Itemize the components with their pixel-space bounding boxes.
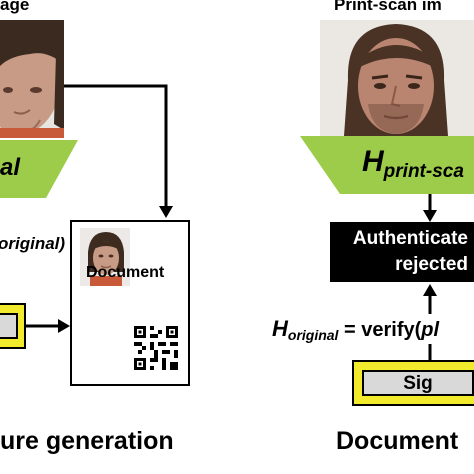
sig-to-verify-arrow — [428, 344, 432, 362]
left-signature-box — [0, 303, 26, 349]
left-image-heading: age — [0, 0, 30, 14]
original-hash-text: original) — [0, 234, 66, 253]
document-face-thumbnail — [80, 228, 130, 286]
left-hash-trapezoid — [0, 140, 78, 198]
verify-subscript: original — [287, 327, 339, 343]
right-panel-caption: Document — [336, 427, 459, 455]
right-hash-symbol: H — [362, 145, 384, 178]
right-hash-label: Hprint-sca — [362, 145, 464, 183]
right-signature-inner: Sig — [362, 370, 474, 396]
verify-h-symbol: H — [272, 316, 288, 341]
print-scan-face-photo — [320, 20, 474, 136]
left-hash-partial-label: original) — [0, 234, 65, 254]
document-label: Document — [86, 264, 165, 281]
hash-to-auth-arrow — [423, 194, 437, 222]
right-hash-subscript: print-sca — [383, 161, 464, 182]
verify-equation: Horiginal = verify(pl — [272, 316, 439, 343]
qr-code-icon — [134, 326, 178, 370]
original-face-photo — [0, 20, 64, 138]
rejected-text: rejected — [395, 254, 468, 275]
photo-to-document-arrow — [64, 84, 173, 218]
signature-to-document-arrow — [26, 319, 70, 333]
document-card: Document — [70, 220, 190, 386]
verify-argument: pl — [421, 319, 440, 341]
verify-equals-text: = verify( — [338, 319, 422, 341]
left-panel-caption: ure generation — [0, 427, 174, 455]
right-hash-trapezoid — [300, 136, 474, 194]
left-hash-label: al — [0, 154, 21, 181]
authenticate-result-box: Authenticate rejected — [330, 222, 474, 282]
right-image-heading: Print-scan im — [334, 0, 442, 14]
left-signature-inner — [0, 313, 18, 339]
verify-to-auth-arrow — [423, 284, 437, 314]
authenticate-text: Authenticate — [352, 228, 468, 249]
